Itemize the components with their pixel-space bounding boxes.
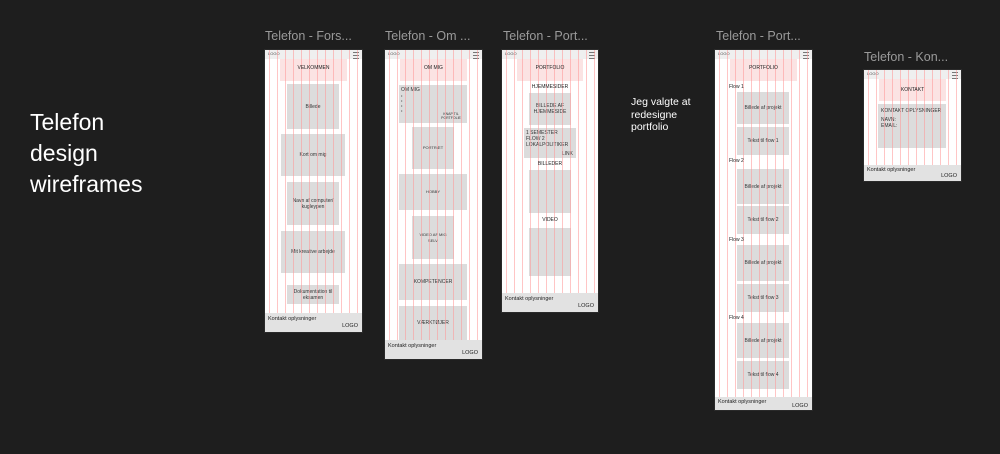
project-link-box[interactable]: 1 SEMESTER FLOW 2 LOKALPOLITIKER LINK xyxy=(524,128,576,158)
hamburger-menu-icon[interactable] xyxy=(473,52,479,59)
footer: Kontakt oplysninger LOGO xyxy=(715,397,812,410)
image-box: Billede xyxy=(287,84,339,129)
flow-label: Flow 3 xyxy=(729,237,744,243)
canvas-heading: Telefon design wireframes xyxy=(30,109,143,197)
name-box: Navn af computer/ kugleypen xyxy=(287,182,339,225)
flow-text-box: Tekst til flow 3 xyxy=(737,284,789,312)
footer: Kontakt oplysninger LOGO xyxy=(502,293,598,312)
footer-contact: Kontakt oplysninger xyxy=(388,343,437,349)
flow-image-box: Billede af projekt xyxy=(737,169,789,204)
flow-text-box: Tekst til flow 4 xyxy=(737,361,789,389)
website-image-box: BILLEDE AF HJEMMESIDE xyxy=(529,93,571,125)
footer-contact: Kontakt oplysninger xyxy=(867,167,916,173)
hamburger-menu-icon[interactable] xyxy=(952,72,958,79)
footer: Kontakt oplysninger LOGO xyxy=(385,340,482,359)
small-logo: LOGO xyxy=(867,71,879,76)
frame-portfolio-flows[interactable]: LOGO PORTFOLIO Flow 1 Billede af projekt… xyxy=(715,50,812,410)
frame-title-portfolio[interactable]: Telefon - Port... xyxy=(503,29,588,43)
section-video: VIDEO xyxy=(542,217,558,223)
frame-kontakt[interactable]: LOGO KONTAKT KONTAKT OPLYSNINGER NAVN: E… xyxy=(864,70,961,181)
hobby-box: HOBBY xyxy=(399,174,467,210)
footer: Kontakt oplysninger LOGO xyxy=(265,313,362,332)
contact-info-title: KONTAKT OPLYSNINGER xyxy=(881,108,942,114)
footer-logo: LOGO xyxy=(578,303,594,309)
top-bar: LOGO xyxy=(864,70,961,79)
flow-image-box: Billede af projekt xyxy=(737,92,789,124)
page-header: VELKOMMEN xyxy=(297,65,330,71)
page-header: PORTFOLIO xyxy=(749,65,778,71)
flow-image-box: Billede af projekt xyxy=(737,323,789,358)
intro-bullets: • • • • xyxy=(401,93,403,113)
skills-box: KOMPETENCER xyxy=(399,264,467,300)
small-logo: LOGO xyxy=(388,51,400,56)
frame-title-forside[interactable]: Telefon - Fors... xyxy=(265,29,352,43)
footer: Kontakt oplysninger LOGO xyxy=(864,165,961,181)
frame-title-om[interactable]: Telefon - Om ... xyxy=(385,29,471,43)
section-images: BILLEDER xyxy=(537,161,563,167)
flow-label: Flow 4 xyxy=(729,315,744,321)
small-logo: LOGO xyxy=(268,51,280,56)
intro-box: OM MIG • • • • KNAP TIL PORTFOLIE xyxy=(399,85,467,123)
creative-work-box: Mit kreative arbejde xyxy=(281,231,345,273)
portrait-box: PORTRÆT xyxy=(412,127,454,169)
top-bar: LOGO xyxy=(715,50,812,59)
footer-contact: Kontakt oplysninger xyxy=(505,296,554,302)
portfolio-button-label[interactable]: KNAP TIL PORTFOLIE xyxy=(441,112,461,120)
frame-title-portfolio-2[interactable]: Telefon - Port... xyxy=(716,29,801,43)
footer-logo: LOGO xyxy=(342,323,358,329)
hamburger-menu-icon[interactable] xyxy=(803,52,809,59)
footer-logo: LOGO xyxy=(462,350,478,356)
flow-text-box: Tekst til flow 2 xyxy=(737,206,789,234)
tools-box: VÆRKTØJER xyxy=(399,306,467,340)
flow-label: Flow 1 xyxy=(729,84,744,90)
footer-logo: LOGO xyxy=(792,403,808,409)
footer-contact: Kontakt oplysninger xyxy=(718,399,767,405)
documentation-box: Dokumentation til eksamen xyxy=(287,285,339,304)
footer-contact: Kontakt oplysninger xyxy=(268,316,317,322)
frame-title-kontakt[interactable]: Telefon - Kon... xyxy=(864,50,949,64)
small-logo: LOGO xyxy=(505,51,517,56)
page-header: PORTFOLIO xyxy=(535,65,565,71)
contact-info-fields: NAVN: EMAIL: xyxy=(881,117,898,129)
frame-om-mig[interactable]: LOGO OM MIG OM MIG • • • • KNAP TIL PORT… xyxy=(385,50,482,359)
top-bar: LOGO xyxy=(265,50,362,59)
hamburger-menu-icon[interactable] xyxy=(353,52,359,59)
about-box: Kort om mig xyxy=(281,134,345,176)
canvas-note: Jeg valgte at redesigne portfolio xyxy=(631,96,691,133)
flow-text-box: Tekst til flow 1 xyxy=(737,127,789,155)
section-websites: HJEMMESIDER xyxy=(531,84,569,90)
hamburger-menu-icon[interactable] xyxy=(589,52,595,59)
page-header: KONTAKT xyxy=(900,87,925,93)
footer-logo: LOGO xyxy=(941,173,957,179)
small-logo: LOGO xyxy=(718,51,730,56)
flow-label: Flow 2 xyxy=(729,158,744,164)
images-box xyxy=(529,170,571,213)
page-header: OM MIG xyxy=(424,65,443,71)
top-bar: LOGO xyxy=(502,50,598,59)
video-box xyxy=(529,228,571,276)
top-bar: LOGO xyxy=(385,50,482,59)
project-description: 1 SEMESTER FLOW 2 LOKALPOLITIKER xyxy=(526,130,569,148)
frame-forside[interactable]: LOGO VELKOMMEN Billede Kort om mig Navn … xyxy=(265,50,362,332)
contact-info-box: KONTAKT OPLYSNINGER NAVN: EMAIL: xyxy=(878,104,946,148)
flow-image-box: Billede af projekt xyxy=(737,245,789,281)
project-link[interactable]: LINK xyxy=(561,151,573,157)
video-box: VIDEO AF MIG SELV xyxy=(412,216,454,259)
frame-portfolio[interactable]: LOGO PORTFOLIO HJEMMESIDER BILLEDE AF HJ… xyxy=(502,50,598,312)
